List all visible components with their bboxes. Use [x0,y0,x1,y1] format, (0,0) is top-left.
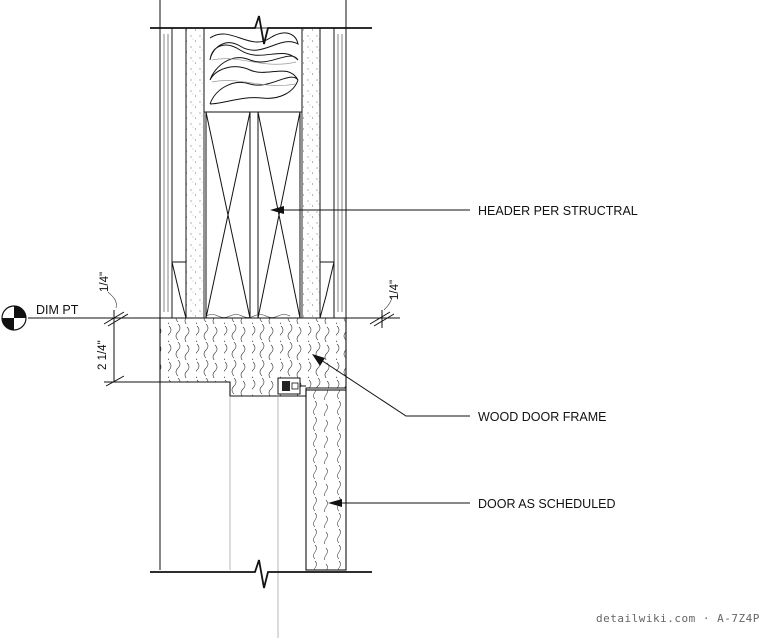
door-leaf [305,389,347,571]
insulation-cavity [203,27,303,113]
top-break-line [150,15,372,45]
door-leader [328,499,470,507]
right-trim-shim [319,261,335,319]
watermark: detailwiki.com · A-7Z4P5 [596,612,760,625]
right-finish-layer [333,27,347,319]
dim-pt-label: DIM PT [36,303,79,317]
header-label: HEADER PER STRUCTRAL [478,204,638,218]
frame-leader [312,354,470,417]
lower-jamb-lines [159,382,347,638]
left-gap-dimension [103,291,129,328]
left-gypsum-board [185,27,205,319]
upper-wall-continuation [159,0,347,28]
frame-depth-dim-text: 2 1/4" [97,340,109,370]
left-air-gap [171,27,187,319]
head-sealant-line [205,314,291,318]
right-air-gap [319,27,335,319]
frame-label: WOOD DOOR FRAME [478,410,606,424]
door-label: DOOR AS SCHEDULED [478,497,616,511]
bottom-break-line [150,559,372,589]
door-stop-hardware [277,377,306,395]
batt-insulation [209,32,299,105]
header-spacer [249,111,259,319]
left-finish-layer [159,27,173,319]
right-finish-hatch [337,34,343,312]
left-trim-shim [171,261,187,319]
right-gap-dim-text: 1/4" [389,280,401,300]
right-gypsum-board [301,27,321,319]
wall-section [159,27,347,319]
right-gap-dimension [369,295,395,328]
frame-depth-dimension [104,318,160,387]
left-finish-hatch [163,34,169,312]
dim-pt-symbol [1,305,27,331]
left-gap-dim-text: 1/4" [99,272,111,292]
header-leader [270,206,470,214]
